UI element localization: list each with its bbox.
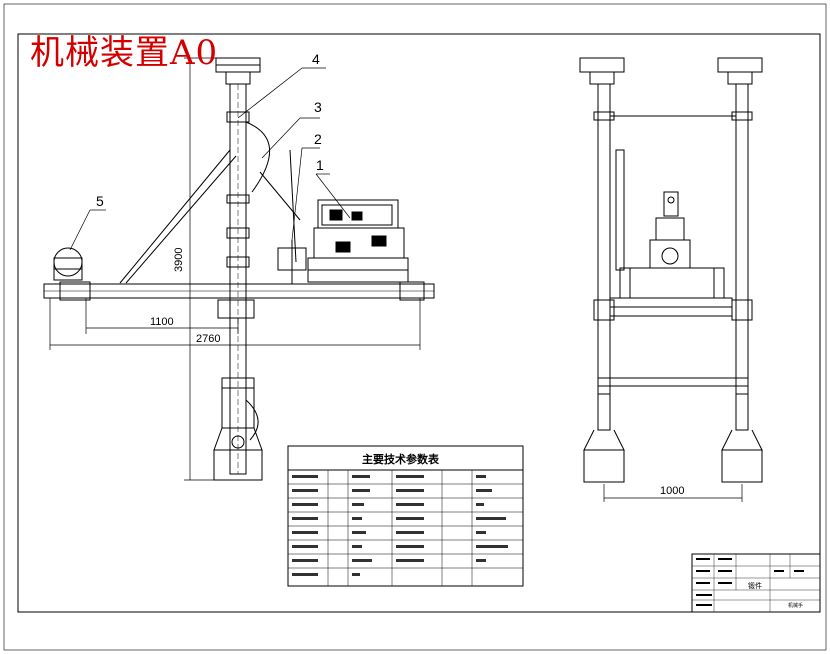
dim-height-3900: 3900 <box>173 248 185 272</box>
side-view <box>43 57 435 481</box>
spec-table-title: 主要技术参数表 <box>362 452 440 466</box>
part-label-2: 2 <box>314 131 322 147</box>
watermark-text: 机械装置A0 <box>30 33 219 73</box>
dim-length-2760: 2760 <box>196 333 220 345</box>
part-label-1: 1 <box>316 157 324 173</box>
part-label-5: 5 <box>96 193 104 209</box>
front-view <box>579 57 763 483</box>
dim-length-1100: 1100 <box>150 316 174 328</box>
title-block-drawing-no: 机械手 <box>788 602 803 609</box>
part-label-3: 3 <box>314 99 322 115</box>
sheet-border-outer <box>3 3 827 651</box>
side-view-dimensions <box>49 57 421 481</box>
sheet-border-inner <box>17 33 821 613</box>
title-block <box>691 553 821 613</box>
title-block-name: 锻件 <box>748 581 762 590</box>
part-label-4: 4 <box>312 51 320 67</box>
leader-lines <box>69 67 351 251</box>
front-view-dimensions <box>603 484 743 502</box>
spec-table <box>287 445 524 587</box>
dim-width-1000: 1000 <box>660 485 684 497</box>
